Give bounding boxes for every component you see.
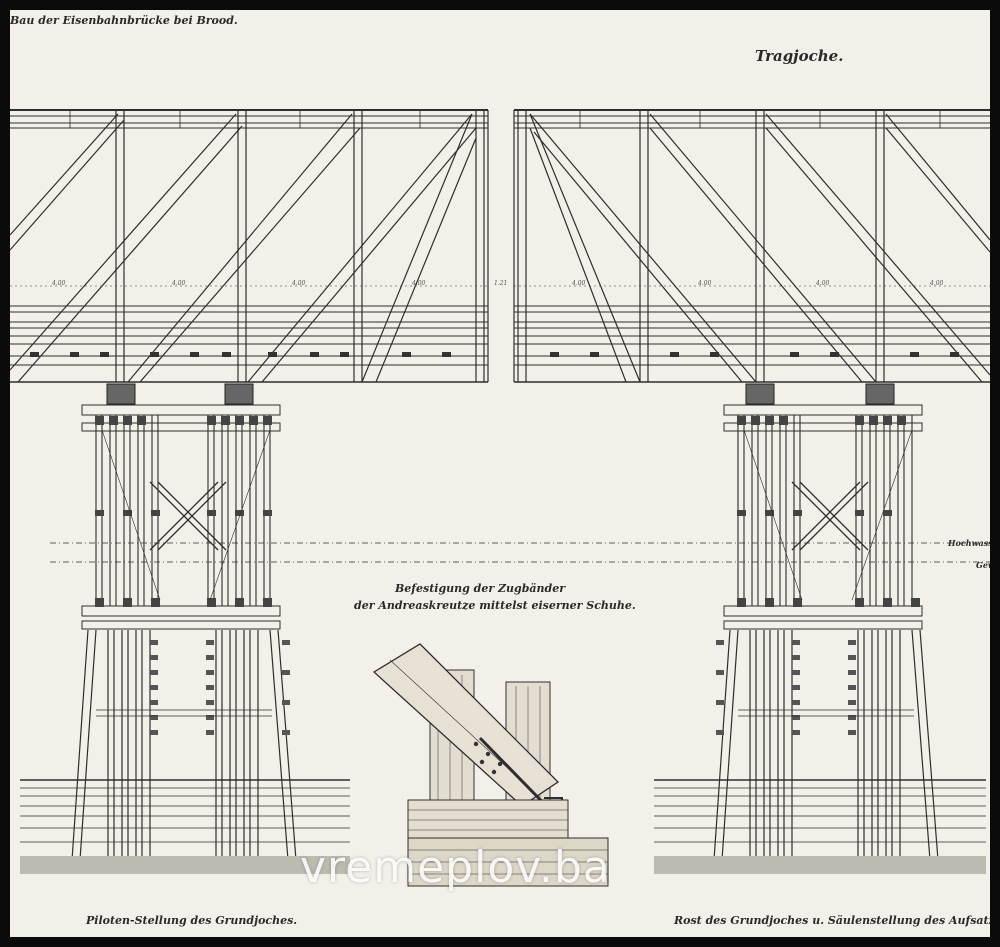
ground-left [20,779,350,874]
normal-water-label: Gew [976,560,990,570]
span-dimension: 4.00 [816,280,830,287]
water-level-lines [50,542,990,563]
drawing-title-left: Bau der Eisenbahnbrücke bei Brood. [10,14,238,27]
span-dimension: 4.00 [698,280,712,287]
right-truss [513,109,990,383]
caption-bottom-right: Rost des Grundjoches u. Säulenstellung d… [674,914,990,927]
span-dimension: 4.00 [292,280,306,287]
ground-right [654,779,986,874]
detail-caption-line1: Befestigung der Zugbänder [395,582,566,595]
drawing-sheet: Bau der Eisenbahnbrücke bei Brood. Tragj… [10,10,990,937]
drawing-title-right: Tragjoche. [755,47,844,65]
left-truss [10,109,489,383]
watermark-text: vremeplov.ba [300,842,611,893]
span-dimension: 4.00 [412,280,426,287]
right-pier [713,383,939,870]
span-dimension: 4.00 [930,280,944,287]
engineering-drawing [10,109,990,887]
detail-caption-line2: der Andreaskreutze mittelst eiserner Sch… [354,599,636,612]
caption-bottom-left: Piloten-Stellung des Grundjoches. [86,914,298,927]
span-dimension: 4.00 [572,280,586,287]
left-pier [71,383,297,870]
span-dimension: 4.00 [172,280,186,287]
span-dimension: 4.00 [52,280,66,287]
iron-shoe-detail [372,643,609,887]
high-water-label: Hochwasse [948,538,990,548]
span-dimension: 1.21 [494,280,508,287]
